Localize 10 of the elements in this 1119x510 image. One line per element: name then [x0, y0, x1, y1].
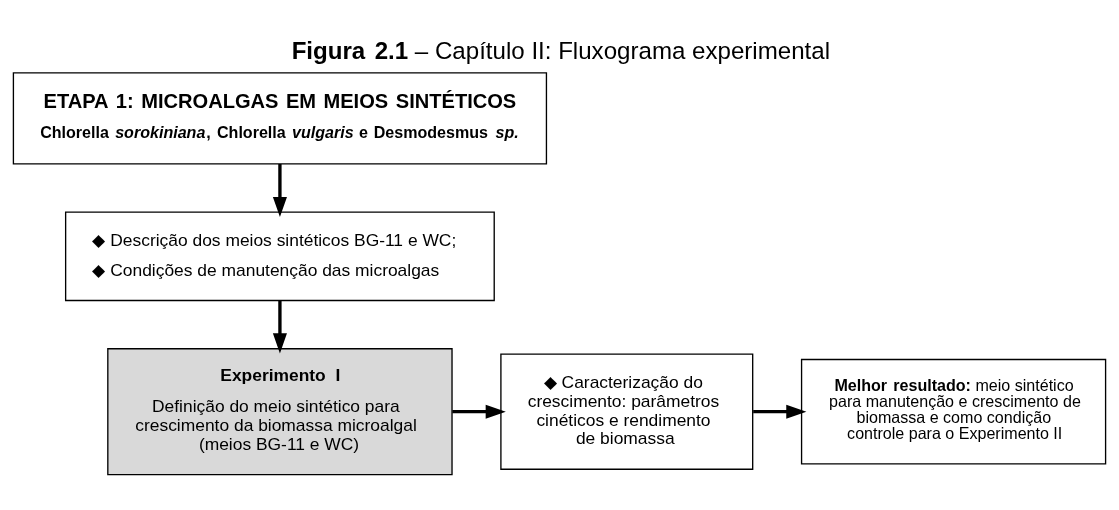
node-box: Melhor resultado: meio sintético para manutenção e crescimento de biomassa e como condição controle para o Experimento II	[800, 358, 1107, 465]
arrow	[272, 300, 287, 354]
arrow	[452, 404, 506, 419]
arrow	[272, 164, 287, 218]
diagram-title: Figura 2.1 – Capítulo II: Fluxograma experimental	[291, 36, 830, 64]
node-box: ETAPA 1: MICROALGAS EM MEIOS SINTÉTICOS Chlorella sorokiniana, Chlorella vulgaris e Desmodesmus sp.	[12, 72, 548, 165]
node-box: Experimento I Definição do meio sintético para crescimento da biomassa microalgal (meios BG-11 e WC)	[107, 348, 453, 476]
node-box: ◆ Descrição dos meios sintéticos BG-11 e WC; ◆ Condições de manutenção das microalgas	[64, 211, 495, 302]
arrow	[753, 404, 807, 419]
node-box: ◆ Caracterização do crescimento: parâmetros cinéticos e rendimento de biomassa	[500, 353, 754, 470]
